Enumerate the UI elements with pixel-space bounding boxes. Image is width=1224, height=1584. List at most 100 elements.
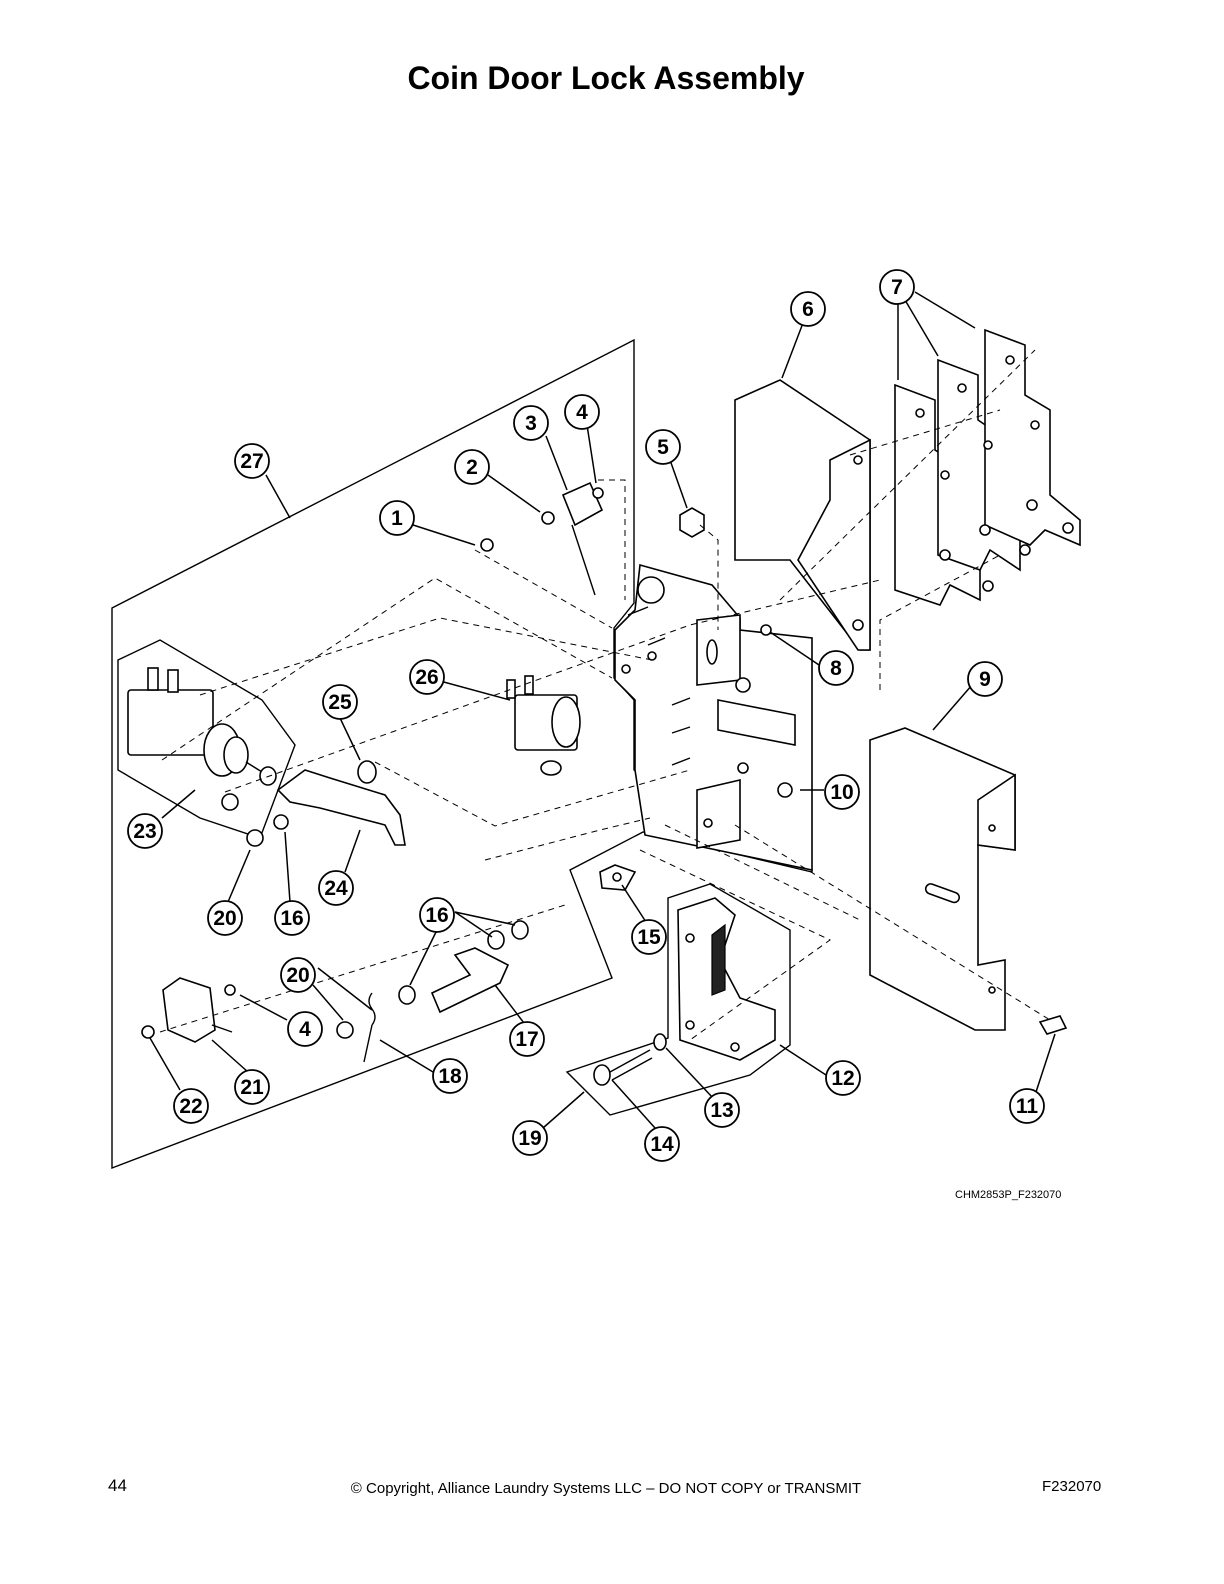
callout-7: 7 xyxy=(879,269,915,305)
callout-circle xyxy=(287,1011,323,1047)
screw-head xyxy=(593,1064,611,1086)
callout-circle xyxy=(704,1092,740,1128)
callout-number: 27 xyxy=(240,450,263,473)
callout-circle xyxy=(818,650,854,686)
callout-number: 20 xyxy=(213,907,236,930)
drawing-id: CHM2853P_F232070 xyxy=(955,1189,1062,1201)
callout-4: 4 xyxy=(564,394,600,430)
callout-number: 25 xyxy=(328,691,352,714)
callout-number: 8 xyxy=(830,657,842,680)
callout-number: 15 xyxy=(637,926,661,949)
plate-17 xyxy=(430,947,510,1014)
callout-25: 25 xyxy=(322,684,358,720)
document-code: F232070 xyxy=(1042,1478,1102,1495)
callout-number: 14 xyxy=(650,1133,674,1156)
callout-number: 5 xyxy=(657,436,669,459)
callout-2: 2 xyxy=(454,449,490,485)
callout-26: 26 xyxy=(409,659,445,695)
callout-number: 16 xyxy=(425,904,448,927)
callout-8: 8 xyxy=(818,650,854,686)
callout-circle xyxy=(825,1060,861,1096)
callout-circle xyxy=(127,813,163,849)
nut-5 xyxy=(679,507,705,538)
washer-13 xyxy=(653,1033,667,1051)
copyright-notice: © Copyright, Alliance Laundry Systems LL… xyxy=(350,1480,862,1497)
housing-part xyxy=(869,727,1016,1031)
callout-23: 23 xyxy=(127,813,163,849)
callout-circle xyxy=(645,429,681,465)
callout-number: 6 xyxy=(802,298,814,321)
callout-circle xyxy=(234,1069,270,1105)
callout-9: 9 xyxy=(967,661,1003,697)
callout-number: 7 xyxy=(891,276,903,299)
callout-circle xyxy=(631,919,667,955)
screw-11 xyxy=(1038,1015,1068,1035)
callout-number: 3 xyxy=(525,412,537,435)
screw-8 xyxy=(760,624,772,636)
callout-22: 22 xyxy=(173,1088,209,1124)
callout-number: 1 xyxy=(391,507,403,530)
page-number: 44 xyxy=(108,1476,127,1495)
callout-number: 16 xyxy=(280,907,303,930)
callout-circle xyxy=(824,774,860,810)
lever-24 xyxy=(276,769,406,846)
callout-10: 10 xyxy=(824,774,860,810)
callout-circle xyxy=(1009,1088,1045,1124)
shim-plate-3 xyxy=(984,328,1081,547)
callout-1: 1 xyxy=(379,500,415,536)
callout-circle xyxy=(409,659,445,695)
callout-number: 13 xyxy=(710,1099,733,1122)
callout-number: 22 xyxy=(179,1095,202,1118)
callout-circle xyxy=(509,1021,545,1057)
bracket-hole xyxy=(637,576,665,604)
callout-circle xyxy=(419,897,455,933)
bracket-21 xyxy=(162,977,216,1043)
callout-circle xyxy=(512,1120,548,1156)
callout-circle xyxy=(513,405,549,441)
solenoid-body xyxy=(127,689,214,756)
callout-27: 27 xyxy=(234,443,270,479)
callout-15: 15 xyxy=(631,919,667,955)
callout-number: 17 xyxy=(515,1028,538,1051)
spring-18 xyxy=(363,992,376,1063)
callout-16: 16 xyxy=(419,897,455,933)
callout-circle xyxy=(274,900,310,936)
callout-number: 4 xyxy=(299,1018,311,1041)
callout-17: 17 xyxy=(509,1021,545,1057)
callout-20: 20 xyxy=(280,957,316,993)
callout-14: 14 xyxy=(644,1126,680,1162)
callout-number: 10 xyxy=(830,781,853,804)
callout-circle xyxy=(322,684,358,720)
callout-circle xyxy=(207,900,243,936)
callout-number: 12 xyxy=(831,1067,854,1090)
callout-number: 26 xyxy=(415,666,438,689)
callout-24: 24 xyxy=(318,870,354,906)
callout-13: 13 xyxy=(704,1092,740,1128)
callout-number: 21 xyxy=(240,1076,264,1099)
callout-circle xyxy=(432,1058,468,1094)
callout-number: 23 xyxy=(133,820,156,843)
callout-21: 21 xyxy=(234,1069,270,1105)
callout-20: 20 xyxy=(207,900,243,936)
callout-circle xyxy=(967,661,1003,697)
leader-lines xyxy=(149,291,1056,1129)
callout-circle xyxy=(280,957,316,993)
callout-4: 4 xyxy=(287,1011,323,1047)
callout-circle xyxy=(379,500,415,536)
callout-11: 11 xyxy=(1009,1088,1045,1124)
callout-circle xyxy=(564,394,600,430)
lock-block xyxy=(677,897,776,1061)
callout-number: 24 xyxy=(324,877,348,900)
callout-number: 4 xyxy=(576,401,588,424)
washer-25 xyxy=(357,760,377,784)
callout-12: 12 xyxy=(825,1060,861,1096)
nut-20-lower xyxy=(336,1021,354,1039)
callout-6: 6 xyxy=(790,291,826,327)
callout-19: 19 xyxy=(512,1120,548,1156)
callout-circle xyxy=(318,870,354,906)
solenoid-group-outline xyxy=(117,639,296,839)
callout-circle xyxy=(173,1088,209,1124)
callout-circle xyxy=(790,291,826,327)
